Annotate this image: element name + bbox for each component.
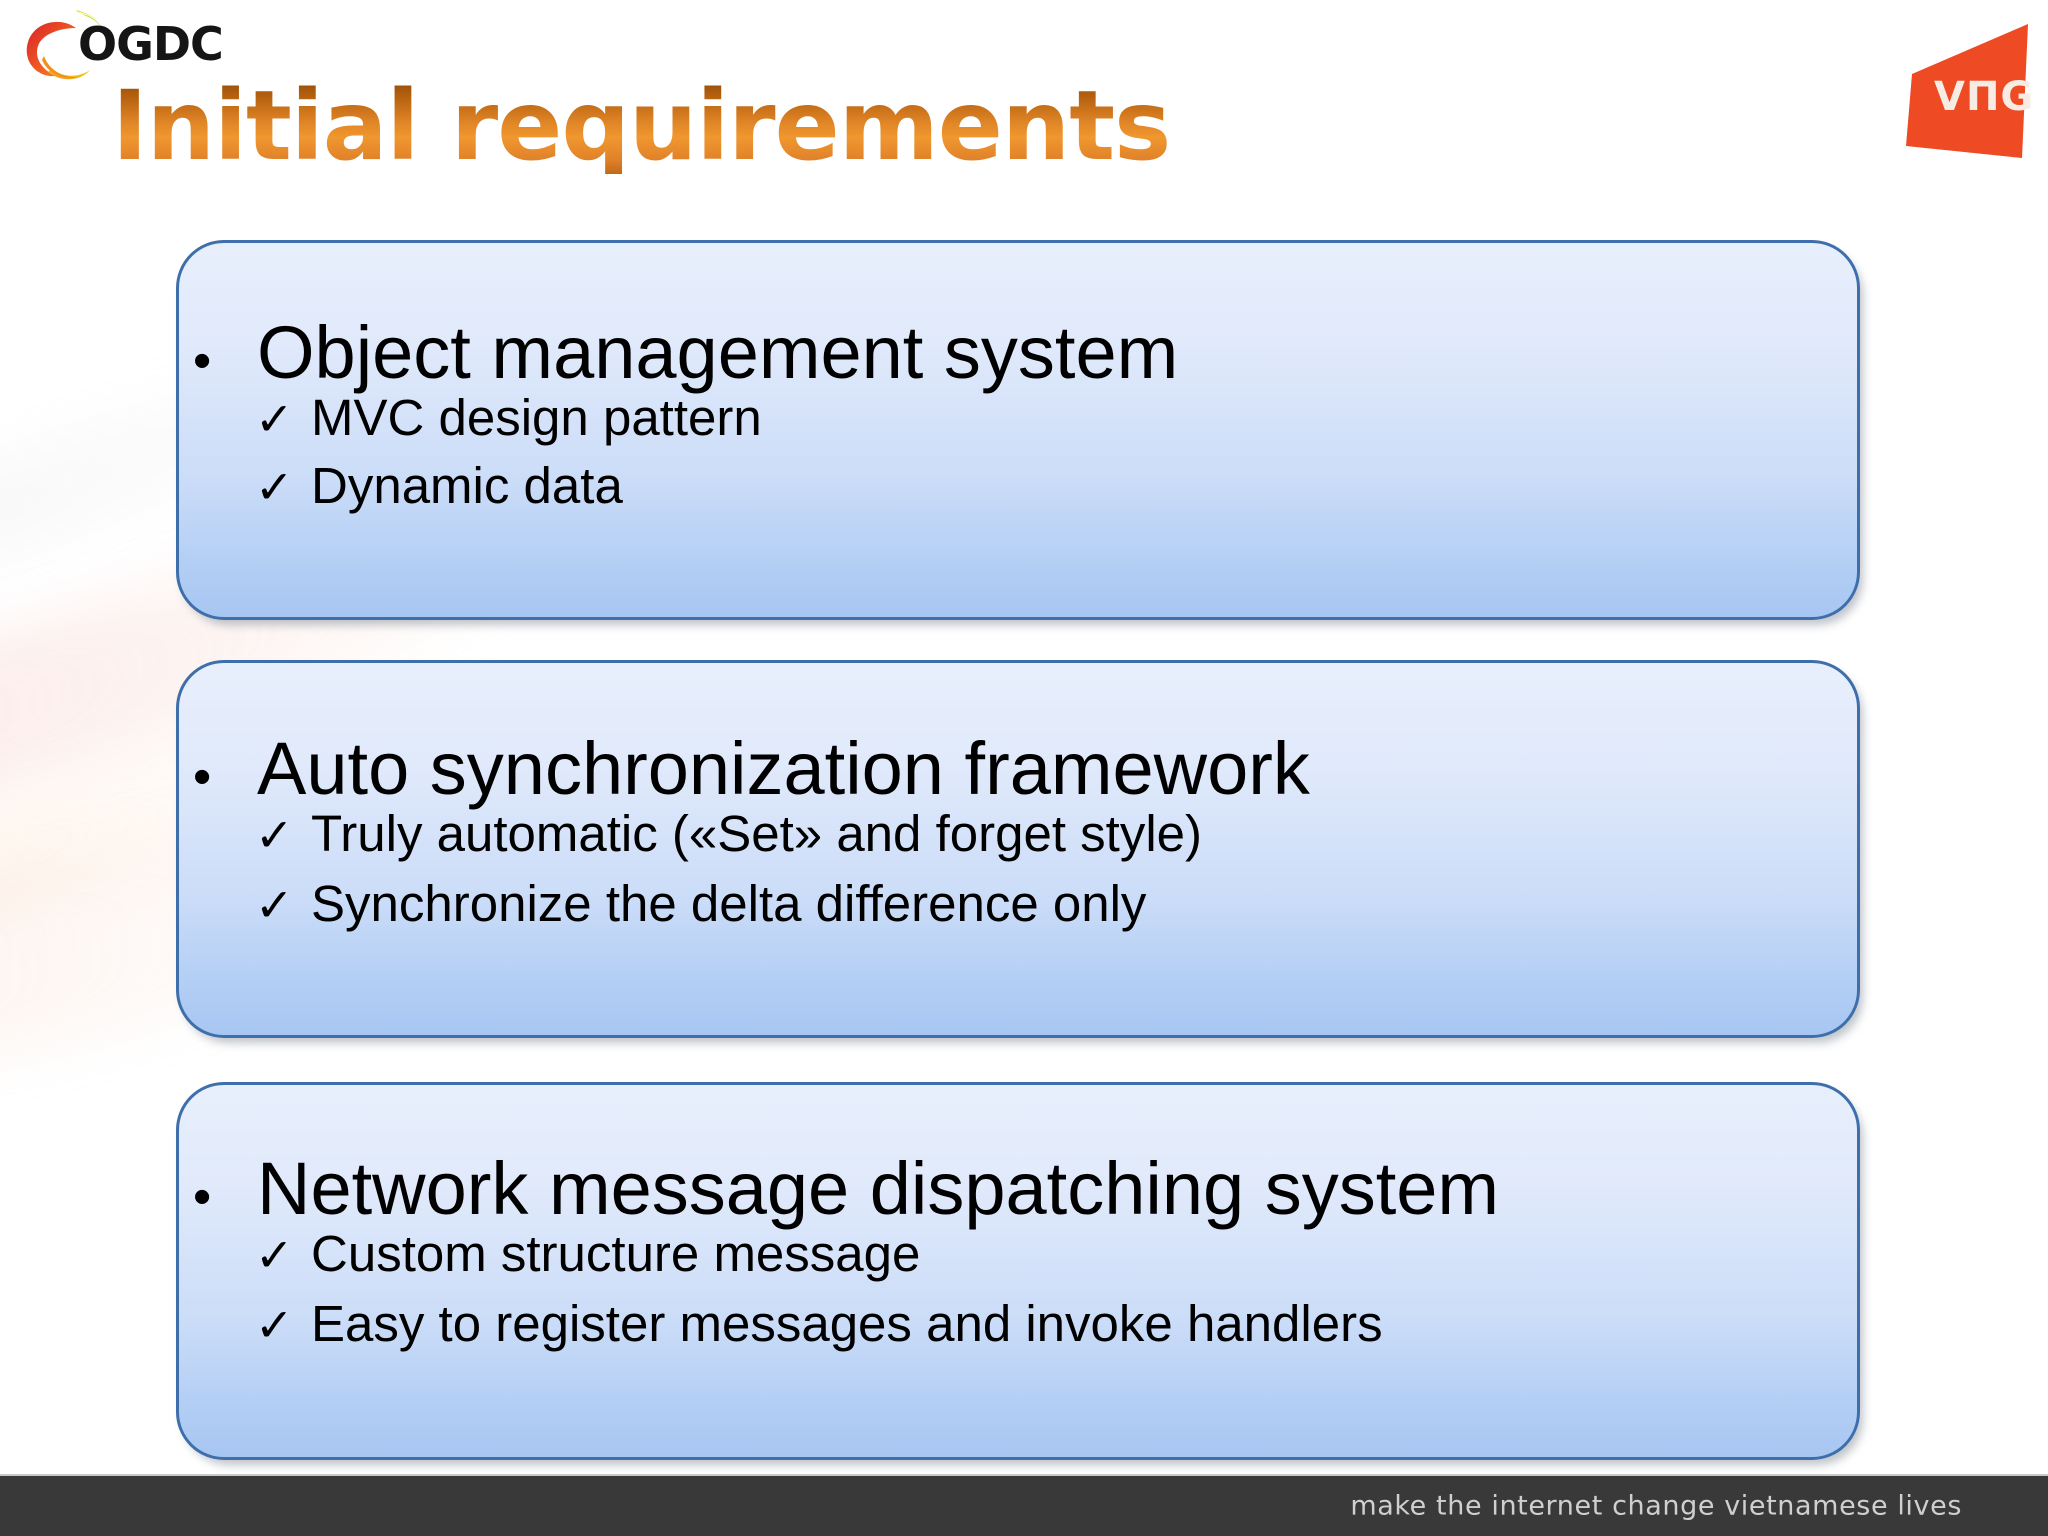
box-subitem: Truly automatic («Set» and forget style) — [311, 805, 1203, 863]
svg-text:VПG: VПG — [1934, 74, 2034, 120]
check-icon: ✓ — [255, 1298, 294, 1351]
bullet-icon: • — [193, 1168, 212, 1226]
box-subitem: Synchronize the delta difference only — [311, 874, 1147, 932]
box-subitem: Custom structure message — [311, 1225, 921, 1283]
check-row: ✓ Easy to register messages and invoke h… — [179, 1282, 1857, 1352]
content-box-network-dispatching: • Network message dispatching system ✓ C… — [176, 1082, 1860, 1460]
bullet-icon: • — [193, 332, 212, 390]
box-heading: Network message dispatching system — [257, 1147, 1500, 1230]
check-icon: ✓ — [255, 393, 294, 446]
footer-tagline: make the internet change vietnamese live… — [1350, 1490, 1962, 1522]
check-row: ✓ MVC design pattern — [179, 390, 1857, 445]
bullet-row: • Auto synchronization framework — [179, 663, 1857, 810]
footer-bar: make the internet change vietnamese live… — [0, 1474, 2048, 1536]
bullet-row: • Object management system — [179, 243, 1857, 394]
content-box-object-management: • Object management system ✓ MVC design … — [176, 240, 1860, 620]
bullet-icon: • — [193, 748, 212, 806]
check-icon: ✓ — [255, 1229, 294, 1282]
box-subitem: MVC design pattern — [311, 389, 762, 447]
page-title: Initial requirements — [112, 70, 1171, 182]
check-row: ✓ Dynamic data — [179, 446, 1857, 514]
svg-text:OGDC: OGDC — [78, 17, 223, 71]
check-row: ✓ Truly automatic («Set» and forget styl… — [179, 806, 1857, 861]
check-icon: ✓ — [255, 460, 294, 513]
bullet-row: • Network message dispatching system — [179, 1085, 1857, 1230]
check-row: ✓ Synchronize the delta difference only — [179, 862, 1857, 932]
vng-logo-icon: VПG — [1900, 6, 2040, 176]
box-subitem: Easy to register messages and invoke han… — [311, 1294, 1383, 1352]
check-icon: ✓ — [255, 809, 294, 862]
box-subitem: Dynamic data — [311, 456, 623, 514]
box-heading: Object management system — [257, 311, 1179, 394]
ogdc-logo-icon: OGDC — [18, 8, 248, 86]
content-box-auto-synchronization: • Auto synchronization framework ✓ Truly… — [176, 660, 1860, 1038]
check-row: ✓ Custom structure message — [179, 1226, 1857, 1281]
check-icon: ✓ — [255, 878, 294, 931]
box-heading: Auto synchronization framework — [257, 727, 1310, 810]
